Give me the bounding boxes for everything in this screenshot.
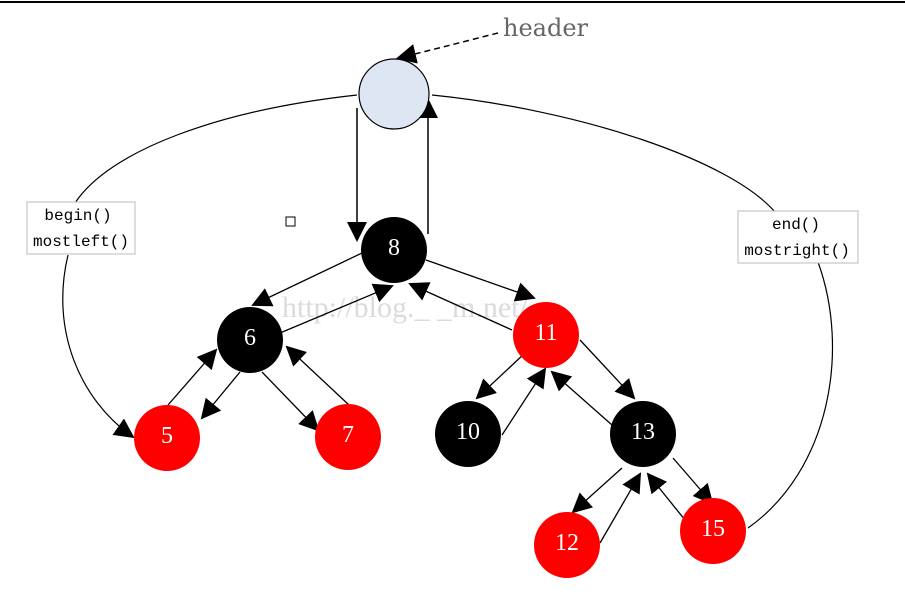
node-8-label: 8: [388, 235, 400, 261]
node-11: 11: [513, 302, 579, 368]
node-6-label: 6: [244, 325, 256, 351]
node-13-label: 13: [631, 419, 655, 445]
mostright-label: mostright(): [744, 242, 850, 260]
edge-6-to-7: [261, 371, 320, 432]
node-15: 15: [680, 498, 746, 564]
node-7-circle: [315, 404, 381, 470]
edge-11-to-10: [475, 352, 526, 400]
node-5: 5: [134, 405, 200, 471]
node-10-circle: [435, 401, 501, 467]
node-13: 13: [610, 401, 676, 467]
watermark: http://blog._ _m.net/: [282, 291, 528, 324]
node-5-circle: [134, 405, 200, 471]
header-pointer-arrow: [396, 32, 499, 64]
node-6-circle: [217, 307, 283, 373]
node-11-circle: [513, 302, 579, 368]
edge-8-to-6: [251, 252, 363, 307]
edge-15-to-13: [646, 472, 686, 521]
end-mostright-box: end() mostright(): [737, 210, 859, 264]
edge-header-to-end-box: [431, 94, 776, 213]
begin-label: begin(): [44, 207, 111, 225]
node-10-label: 10: [456, 419, 480, 445]
node-15-circle: [680, 498, 746, 564]
node-7: 7: [315, 404, 381, 470]
header-label: header: [503, 14, 589, 42]
begin-mostleft-box: begin() mostleft(): [26, 201, 136, 255]
node-11-label: 11: [534, 320, 557, 346]
node-7-label: 7: [342, 422, 354, 448]
node-header: [358, 58, 430, 130]
node-12-label: 12: [555, 530, 579, 556]
node-13-circle: [610, 401, 676, 467]
edge-end-box-to-15: [747, 261, 834, 529]
node-15-label: 15: [701, 516, 725, 542]
node-12-circle: [534, 512, 600, 578]
node-10: 10: [435, 401, 501, 467]
end-label: end(): [772, 216, 820, 234]
edge-13-to-11: [550, 370, 613, 426]
node-8: 8: [361, 217, 427, 283]
small-square-marker: [285, 216, 296, 227]
edge-begin-box-to-5: [62, 254, 135, 439]
edge-11-to-8: [408, 282, 513, 331]
edge-11-to-13: [579, 339, 636, 400]
header-node-circle: [358, 58, 430, 130]
node-5-label: 5: [161, 423, 173, 449]
edge-6-to-8: [279, 283, 394, 334]
edge-12-to-13: [599, 472, 642, 544]
edge-header-to-begin-box: [74, 94, 358, 204]
edge-13-to-12: [571, 467, 623, 514]
edge-6-to-5: [200, 371, 241, 420]
edge-7-to-6: [285, 345, 350, 406]
node-8-circle: [361, 217, 427, 283]
edge-10-to-11: [501, 367, 547, 436]
edge-13-to-15: [672, 457, 714, 505]
edge-5-to-6: [167, 348, 218, 406]
edge-8-to-11: [425, 259, 536, 302]
mostleft-label: mostleft(): [33, 233, 129, 251]
node-6: 6: [217, 307, 283, 373]
node-12: 12: [534, 512, 600, 578]
